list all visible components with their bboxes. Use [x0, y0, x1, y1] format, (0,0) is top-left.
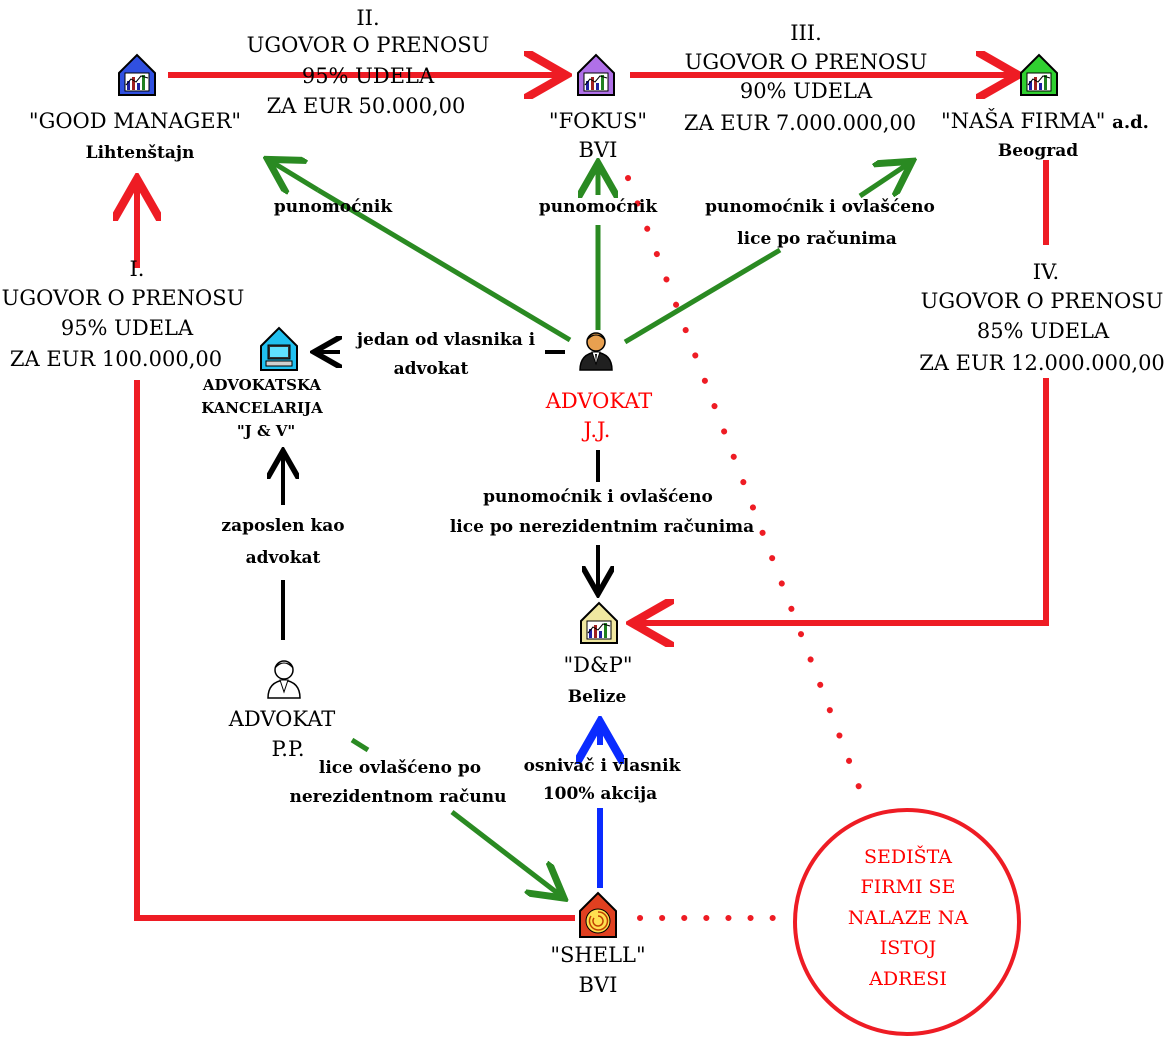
founder-label-1: osnivač i vlasnik [524, 756, 682, 776]
person-icon [267, 660, 301, 699]
good-manager-name: "GOOD MANAGER" [29, 109, 241, 133]
note-line-2: FIRMI SE [861, 876, 956, 898]
owner-kancelarija-label-2: advokat [394, 359, 469, 379]
computer-house-icon [260, 326, 298, 371]
proxy-dp-label-2: lice po nerezidentnim računima [450, 517, 754, 537]
contract-2-title: UGOVOR O PRENOSU [247, 33, 490, 57]
contract-4-title: UGOVOR O PRENOSU [921, 289, 1164, 313]
authorized-shell-label-2: nerezidentnom računu [290, 787, 507, 807]
note-line-5: ADRESI [868, 968, 947, 990]
note-line-4: ISTOJ [880, 937, 936, 959]
contract-2-share: 95% UDELA [302, 64, 435, 88]
nasa-firma-suffix: a.d. [1112, 112, 1149, 133]
contract-1-arrow [134, 380, 575, 921]
kancelarija-line-3: "J & V" [237, 422, 295, 440]
contract-4-amount: ZA EUR 12.000.000,00 [919, 351, 1165, 375]
contract-3-amount: ZA EUR 7.000.000,00 [684, 111, 916, 135]
nasa-firma-location: Beograd [998, 141, 1078, 161]
contract-3-number: III. [790, 21, 822, 45]
building-chart-icon [577, 54, 615, 96]
authorized-shell-arrow [350, 737, 370, 753]
dp-name: "D&P" [564, 653, 633, 677]
proxy-good-manager-arrow [316, 187, 572, 343]
building-chart-icon [118, 54, 156, 96]
contract-1-share: 95% UDELA [61, 316, 194, 340]
shell-name: "SHELL" [550, 943, 645, 967]
proxy-dp-label-1: punomoćnik i ovlašćeno [483, 487, 713, 507]
advokat-pp-initials: P.P. [271, 737, 304, 761]
proxy-nasa-firma-arrow [623, 247, 782, 345]
proxy-nasa-firma-label-1: punomoćnik i ovlašćeno [705, 197, 935, 217]
authorized-shell-label-1: lice ovlašćeno po [319, 758, 481, 778]
proxy-good-manager-label: punomoćnik [274, 197, 393, 217]
nasa-firma-name: "NAŠA FIRMA" a.d. [941, 108, 1149, 133]
fokus-location: BVI [579, 138, 618, 162]
advokat-jj-initials: J.J. [582, 418, 611, 442]
same-address-dotted-1 [625, 175, 865, 798]
note-line-1: SEDIŠTA [864, 845, 952, 868]
kancelarija-line-1: ADVOKATSKA [202, 376, 321, 394]
contract-1-number: I. [130, 257, 145, 281]
contract-4-share: 85% UDELA [977, 319, 1110, 343]
same-address-note-circle [793, 808, 1021, 1036]
contract-2-amount: ZA EUR 50.000,00 [267, 94, 466, 118]
contract-2-number: II. [356, 6, 379, 30]
contract-3-share: 90% UDELA [740, 79, 873, 103]
dp-location: Belize [568, 687, 627, 707]
note-line-3: NALAZE NA [848, 907, 968, 929]
fokus-name: "FOKUS" [549, 109, 647, 133]
contract-1-amount: ZA EUR 100.000,00 [10, 347, 222, 371]
employed-label-1: zaposlen kao [221, 516, 344, 536]
advokat-jj-name: ADVOKAT [545, 389, 653, 413]
owner-kancelarija-label-1: jedan od vlasnika i [355, 330, 536, 350]
shell-house-icon [579, 891, 617, 938]
nasa-firma-title: "NAŠA FIRMA" [941, 108, 1105, 133]
proxy-nasa-firma-label-2: lice po računima [737, 229, 897, 249]
contract-3-title: UGOVOR O PRENOSU [685, 50, 928, 74]
shell-location: BVI [579, 973, 618, 997]
contract-1-title: UGOVOR O PRENOSU [2, 286, 245, 310]
founder-label-2: 100% akcija [543, 784, 657, 804]
person-icon [579, 332, 613, 371]
building-chart-icon [580, 602, 618, 644]
good-manager-location: Lihtenštajn [86, 143, 195, 163]
proxy-fokus-label: punomoćnik [539, 197, 658, 217]
advokat-pp-name: ADVOKAT [228, 707, 336, 731]
employed-label-2: advokat [246, 548, 321, 568]
building-chart-icon [1020, 54, 1058, 96]
contract-4-number: IV. [1033, 260, 1059, 284]
kancelarija-line-2: KANCELARIJA [201, 399, 323, 417]
